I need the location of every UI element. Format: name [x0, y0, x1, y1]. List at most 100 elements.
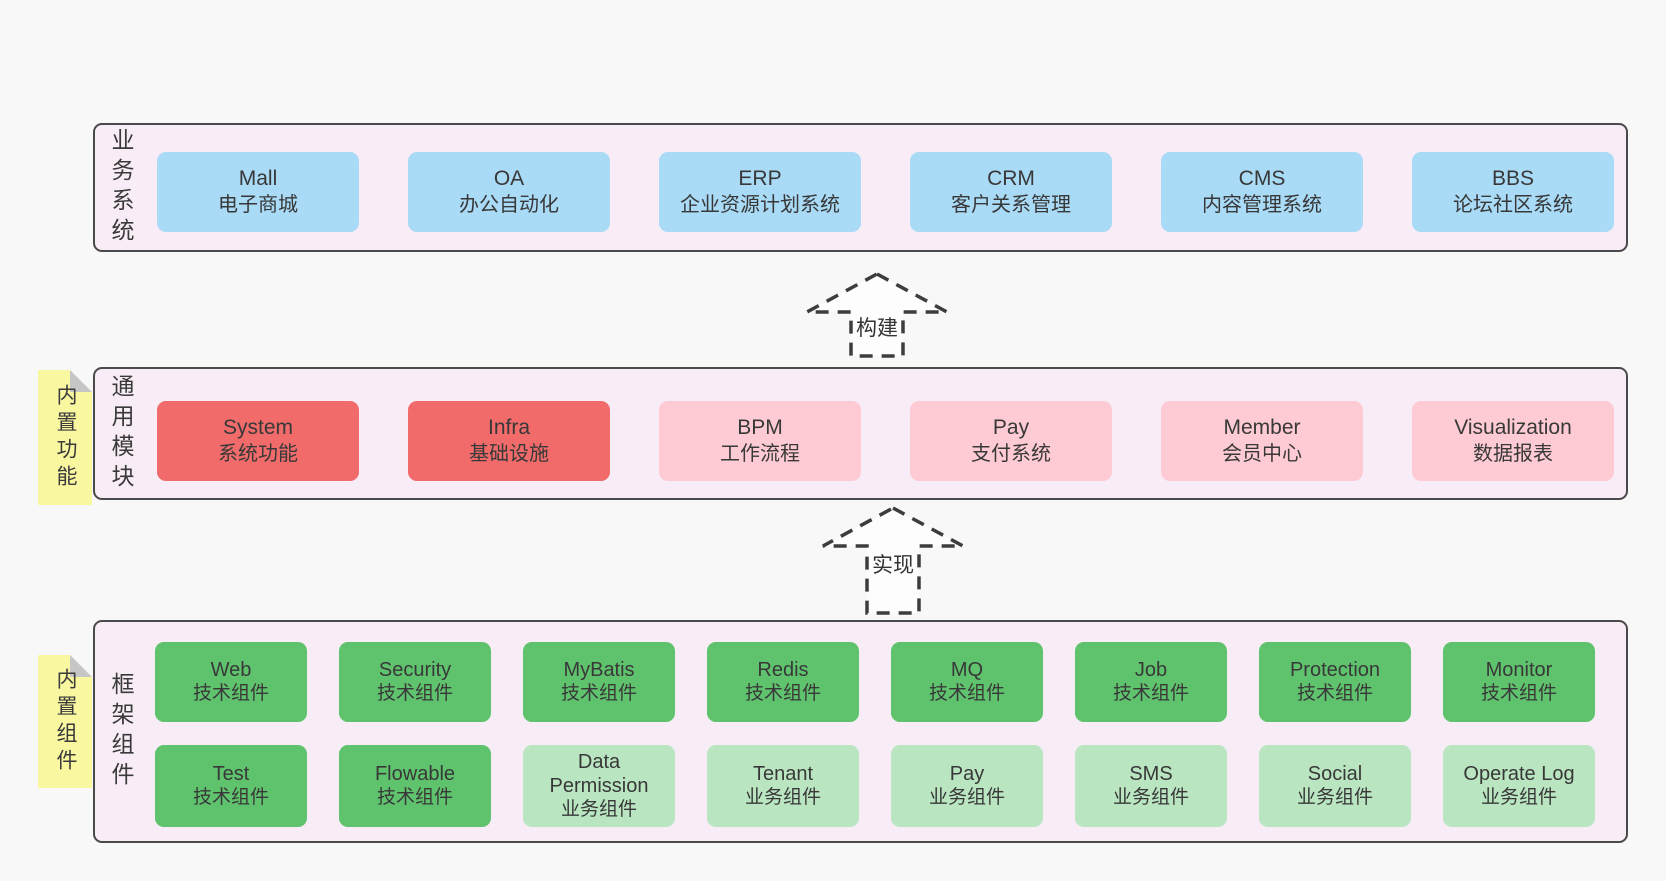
box-subtitle: 业务组件 — [560, 798, 637, 820]
box-subtitle: 论坛社区系统 — [1453, 194, 1573, 217]
sticky-note-builtin-features[interactable]: 内置功能 — [38, 370, 92, 505]
box-subtitle: 技术组件 — [744, 682, 821, 704]
sticky-note-paper — [38, 655, 92, 788]
box-title: Redis — [757, 658, 809, 681]
box-subtitle: 数据报表 — [1473, 443, 1553, 466]
box-subtitle: 业务组件 — [1112, 786, 1189, 808]
dashed-up-arrow-icon — [806, 272, 948, 358]
business-system-box-bbs[interactable]: BBS 论坛社区系统 — [1412, 152, 1614, 232]
box-subtitle: 内容管理系统 — [1202, 194, 1322, 217]
build-arrow-label: 构建 — [856, 317, 898, 340]
box-subtitle: 企业资源计划系统 — [680, 194, 840, 217]
module-box-system[interactable]: System 系统功能 — [157, 401, 359, 481]
framework-components-label: 框架组件 — [108, 671, 134, 792]
implement-arrow[interactable] — [813, 505, 973, 617]
implement-arrow-label: 实现 — [872, 554, 914, 577]
box-title: Social — [1307, 762, 1363, 785]
box-title: Operate Log — [1463, 762, 1575, 785]
box-title: Data Permission — [549, 750, 649, 797]
dashed-up-arrow-icon — [822, 506, 964, 615]
sticky-note-text: 内置功能 — [54, 383, 77, 492]
box-title: BBS — [1491, 166, 1535, 190]
sticky-note-text: 内置组件 — [54, 667, 77, 776]
business-system-box-crm[interactable]: CRM 客户关系管理 — [910, 152, 1112, 232]
box-subtitle: 会员中心 — [1222, 443, 1302, 466]
box-subtitle: 业务组件 — [1296, 786, 1373, 808]
module-box-infra[interactable]: Infra 基础设施 — [408, 401, 610, 481]
box-subtitle: 客户关系管理 — [951, 194, 1071, 217]
box-subtitle: 技术组件 — [192, 786, 269, 808]
box-title: Visualization — [1454, 415, 1572, 439]
box-subtitle: 业务组件 — [1480, 786, 1557, 808]
business-system-box-oa[interactable]: OA 办公自动化 — [408, 152, 610, 232]
box-title: MyBatis — [563, 658, 635, 681]
business-systems-label: 业务系统 — [108, 127, 134, 248]
box-title: CRM — [987, 166, 1035, 190]
box-subtitle: 技术组件 — [928, 682, 1005, 704]
common-modules-container[interactable]: 通用模块 System 系统功能 Infra 基础设施 BPM 工作流程 Pay 支付系统 Me… — [93, 367, 1628, 500]
box-title: Web — [210, 658, 252, 681]
business-system-box-cms[interactable]: CMS 内容管理系统 — [1161, 152, 1363, 232]
box-subtitle: 技术组件 — [376, 786, 453, 808]
box-title: MQ — [950, 658, 984, 681]
box-subtitle: 办公自动化 — [459, 194, 559, 217]
box-title: SMS — [1129, 762, 1173, 785]
box-subtitle: 技术组件 — [376, 682, 453, 704]
box-title: OA — [493, 166, 525, 190]
box-title: System — [222, 415, 293, 439]
build-arrow[interactable] — [797, 271, 957, 361]
box-subtitle: 技术组件 — [1296, 682, 1373, 704]
box-subtitle: 支付系统 — [971, 443, 1051, 466]
box-title: Security — [378, 658, 452, 681]
box-subtitle: 技术组件 — [1480, 682, 1557, 704]
box-title: Protection — [1289, 658, 1381, 681]
module-box-bpm[interactable]: BPM 工作流程 — [659, 401, 861, 481]
business-system-box-erp[interactable]: ERP 企业资源计划系统 — [659, 152, 861, 232]
box-title: ERP — [738, 166, 782, 190]
sticky-note-builtin-components[interactable]: 内置组件 — [38, 655, 92, 788]
box-title: CMS — [1238, 166, 1286, 190]
box-subtitle: 技术组件 — [192, 682, 269, 704]
box-subtitle: 系统功能 — [218, 443, 298, 466]
box-subtitle: 技术组件 — [560, 682, 637, 704]
box-title: Infra — [487, 415, 531, 439]
box-title: Monitor — [1485, 658, 1553, 681]
box-title: Flowable — [374, 762, 456, 785]
box-title: Pay — [949, 762, 985, 785]
box-subtitle: 电子商城 — [218, 194, 298, 217]
module-box-pay[interactable]: Pay 支付系统 — [910, 401, 1112, 481]
module-box-member[interactable]: Member 会员中心 — [1161, 401, 1363, 481]
sticky-note-paper — [38, 370, 92, 505]
box-subtitle: 工作流程 — [720, 443, 800, 466]
box-title: Pay — [992, 415, 1030, 439]
box-subtitle: 基础设施 — [469, 443, 549, 466]
box-title: Tenant — [752, 762, 814, 785]
box-subtitle: 业务组件 — [744, 786, 821, 808]
box-subtitle: 技术组件 — [1112, 682, 1189, 704]
module-box-visualization[interactable]: Visualization 数据报表 — [1412, 401, 1614, 481]
box-title: Member — [1223, 415, 1301, 439]
box-title: BPM — [737, 415, 783, 439]
common-modules-label: 通用模块 — [108, 373, 134, 494]
box-title: Job — [1134, 658, 1168, 681]
